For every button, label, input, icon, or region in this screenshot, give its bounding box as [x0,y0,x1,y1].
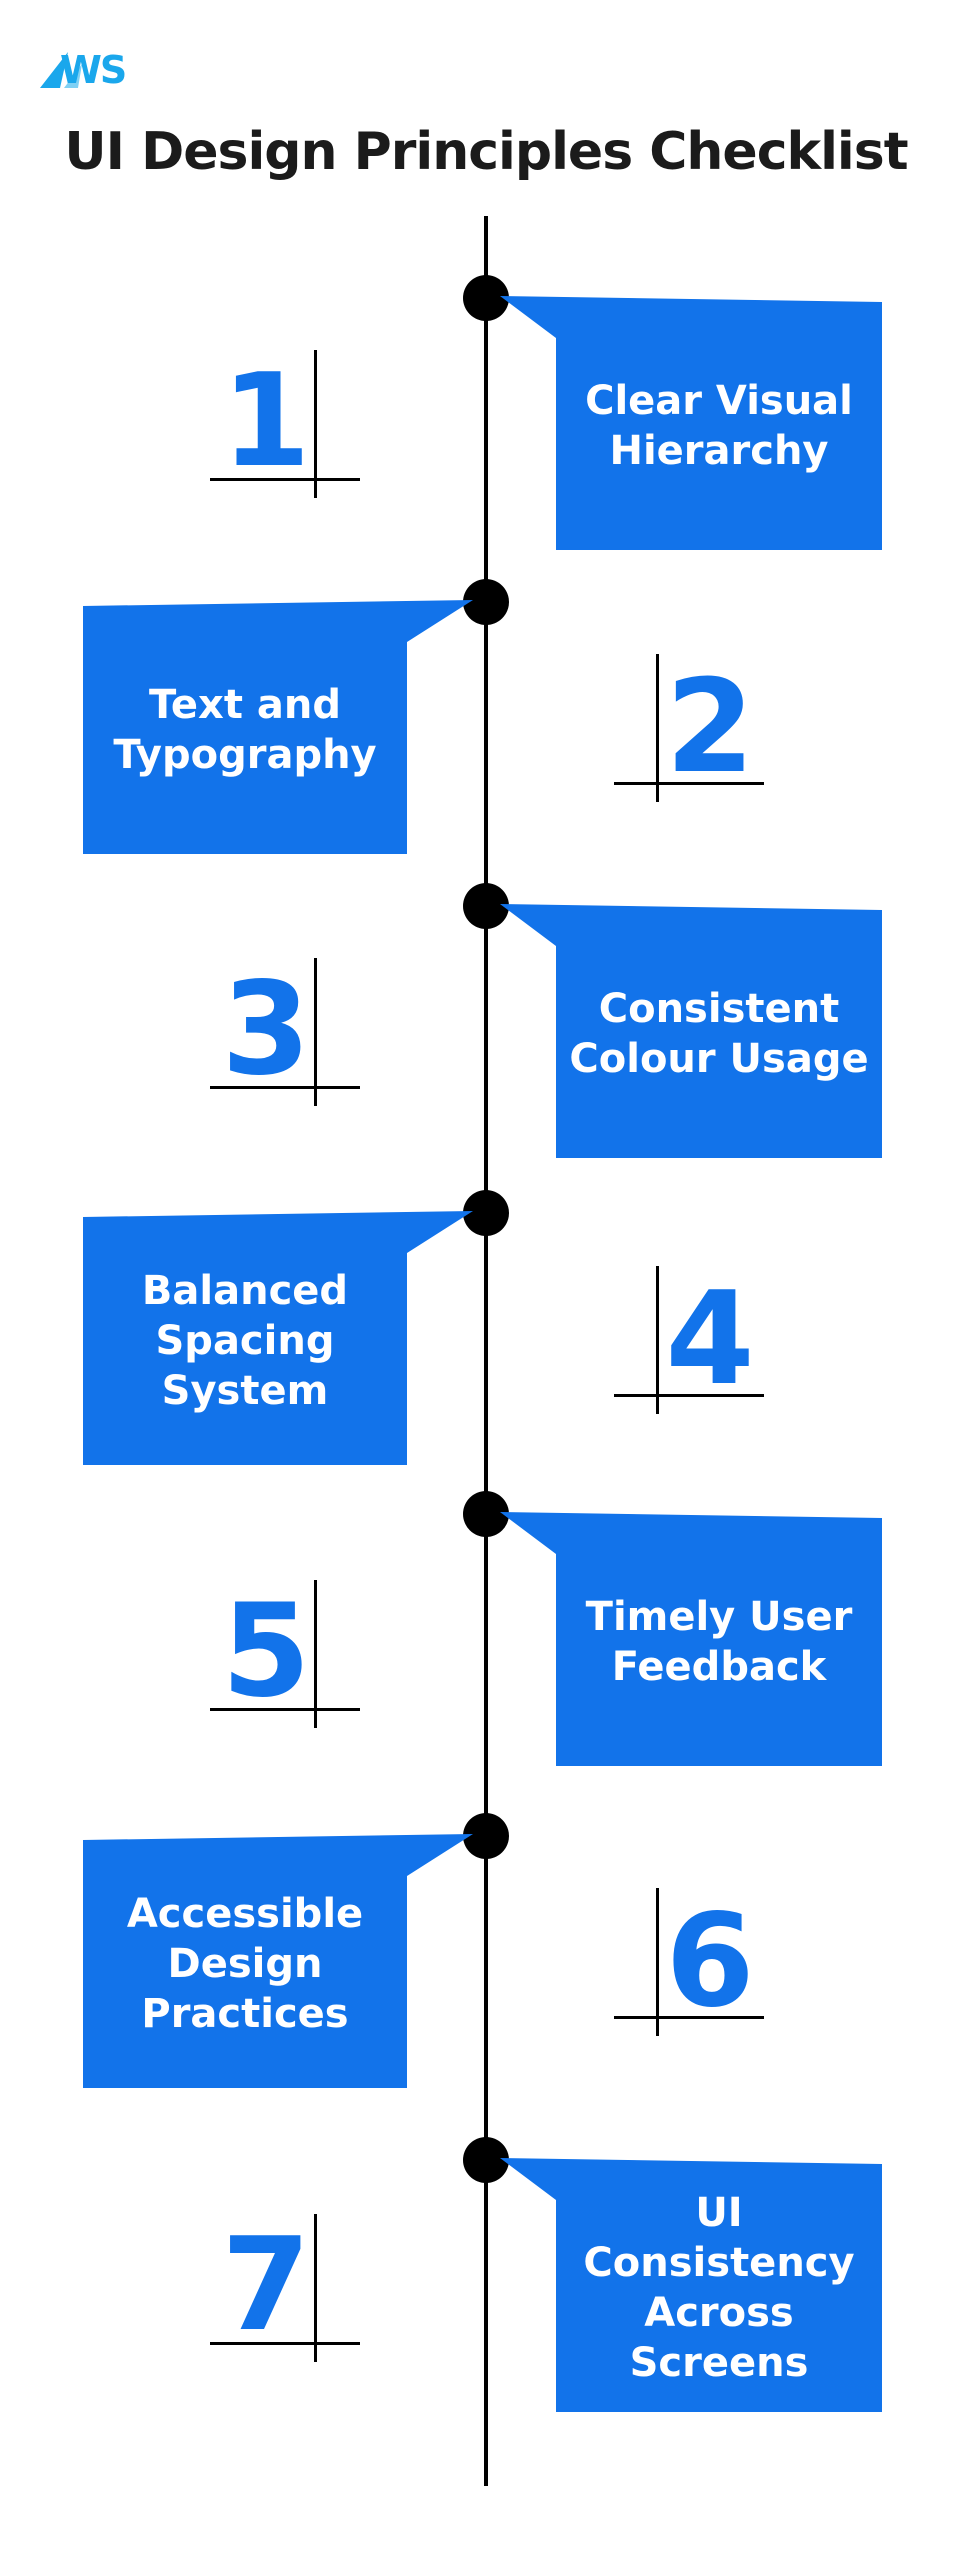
brand-logo-icon [40,52,82,88]
step-label-line: UI [695,2190,743,2236]
step-label: Clear Visual Hierarchy [556,302,882,550]
card-shape [500,904,882,1158]
timeline-line [484,216,488,2486]
step-mark-vertical [656,1888,659,2036]
step-card-3: Consistent Colour Usage [500,904,882,1158]
step-number: 6 [665,1887,755,2036]
step-number: 3 [221,955,311,1104]
step-mark-vertical [656,654,659,802]
step-mark-horizontal [614,2016,764,2019]
step-label: Text and Typography [83,606,407,854]
card-shape [500,1512,882,1766]
timeline-dot [463,1491,509,1537]
logo-text: WS [60,48,127,92]
step-number: 5 [221,1577,311,1726]
step-mark-vertical [656,1266,659,1414]
step-card-4: Balanced Spacing System [83,1211,473,1465]
step-label-line: Colour Usage [569,1036,869,1082]
timeline-dot [463,275,509,321]
step-number: 7 [221,2211,311,2360]
card-shape [83,1211,473,1465]
step-card-6: Accessible Design Practices [83,1834,473,2088]
step-label-line: Typography [113,732,377,778]
step-number: 1 [221,347,311,496]
step-label-line: System [161,1368,329,1414]
step-label-line: Hierarchy [609,428,829,474]
step-card-2: Text and Typography [83,600,473,854]
step-label-line: Consistent [598,986,840,1032]
step-label-line: Practices [141,1991,349,2037]
step-mark-horizontal [210,1086,360,1089]
step-mark-horizontal [614,782,764,785]
step-label: Consistent Colour Usage [556,910,882,1158]
card-shape [83,600,473,854]
step-mark-vertical [314,2214,317,2362]
step-number: 2 [665,653,755,802]
step-mark-vertical [314,958,317,1106]
step-label-line: Feedback [611,1644,827,1690]
step-label-line: Across [644,2290,794,2336]
step-label-line: Timely User [585,1594,853,1640]
step-label: Timely User Feedback [556,1518,882,1766]
step-mark-horizontal [210,1708,360,1711]
step-label-line: Spacing [155,1318,335,1364]
timeline-dot [463,1190,509,1236]
step-label-line: Text and [148,682,342,728]
timeline-dot [463,2137,509,2183]
step-mark-horizontal [210,478,360,481]
card-shape [500,2158,882,2412]
step-label-line: Screens [629,2340,809,2386]
step-mark-vertical [314,1580,317,1728]
step-label: UI Consistency Across Screens [556,2164,882,2412]
timeline-dot [463,883,509,929]
step-label: Accessible Design Practices [83,1840,407,2088]
step-card-5: Timely User Feedback [500,1512,882,1766]
step-card-7: UI Consistency Across Screens [500,2158,882,2412]
page-title: UI Design Principles Checklist [64,122,908,182]
step-label-line: Consistency [583,2240,855,2286]
step-mark-horizontal [614,1394,764,1397]
timeline-dot [463,1813,509,1859]
card-shape [83,1834,473,2088]
step-label-line: Clear Visual [585,378,853,424]
step-label-line: Design [167,1941,323,1987]
step-card-1: Clear Visual Hierarchy [500,296,882,550]
step-label: Balanced Spacing System [83,1217,407,1465]
timeline-dot [463,579,509,625]
step-label-line: Balanced [141,1268,349,1314]
step-mark-vertical [314,350,317,498]
card-shape [500,296,882,550]
step-label-line: Accessible [126,1891,364,1937]
step-number: 4 [665,1265,755,1414]
step-mark-horizontal [210,2342,360,2345]
